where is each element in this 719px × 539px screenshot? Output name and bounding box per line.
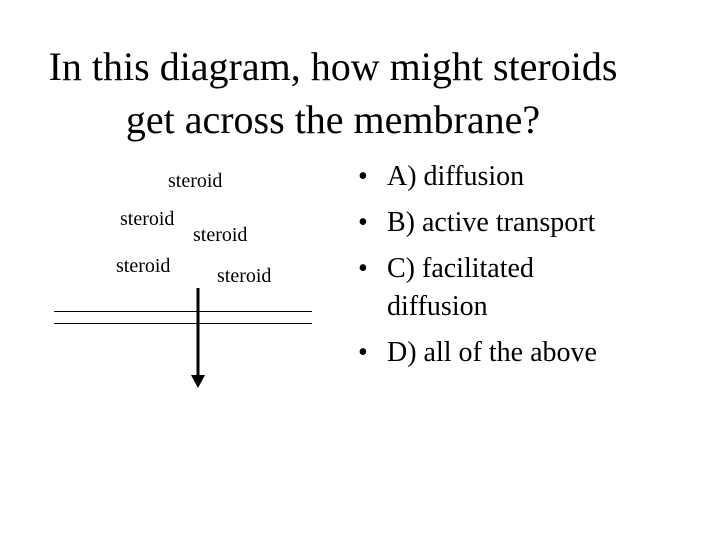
steroid-label: steroid [116, 255, 171, 277]
bullet-icon: • [358, 161, 368, 192]
option-text: B) active transport [387, 207, 596, 238]
option-b: • B) active transport [358, 204, 698, 242]
bullet-icon: • [358, 337, 368, 368]
title-line-1: In this diagram, how might steroids [48, 44, 618, 89]
bullet-icon: • [358, 207, 368, 238]
steroid-label: steroid [120, 208, 175, 230]
title-line-2: get across the membrane? [125, 97, 541, 142]
option-text: C) facilitated diffusion [387, 253, 534, 322]
steroid-label: steroid [168, 170, 223, 192]
bullet-icon: • [358, 253, 368, 284]
steroid-label: steroid [217, 265, 272, 287]
arrow-down-icon [191, 375, 205, 388]
option-a: • A) diffusion [358, 158, 698, 196]
option-text: D) all of the above [387, 337, 597, 368]
option-c: • C) facilitated diffusion [358, 250, 597, 326]
option-text: A) diffusion [387, 161, 525, 192]
answer-options: • A) diffusion • B) active transport • C) f… [358, 158, 698, 380]
steroid-label: steroid [193, 224, 248, 246]
option-d: • D) all of the above [358, 334, 698, 372]
slide-title: In this diagram, how might steroids get … [0, 40, 666, 146]
